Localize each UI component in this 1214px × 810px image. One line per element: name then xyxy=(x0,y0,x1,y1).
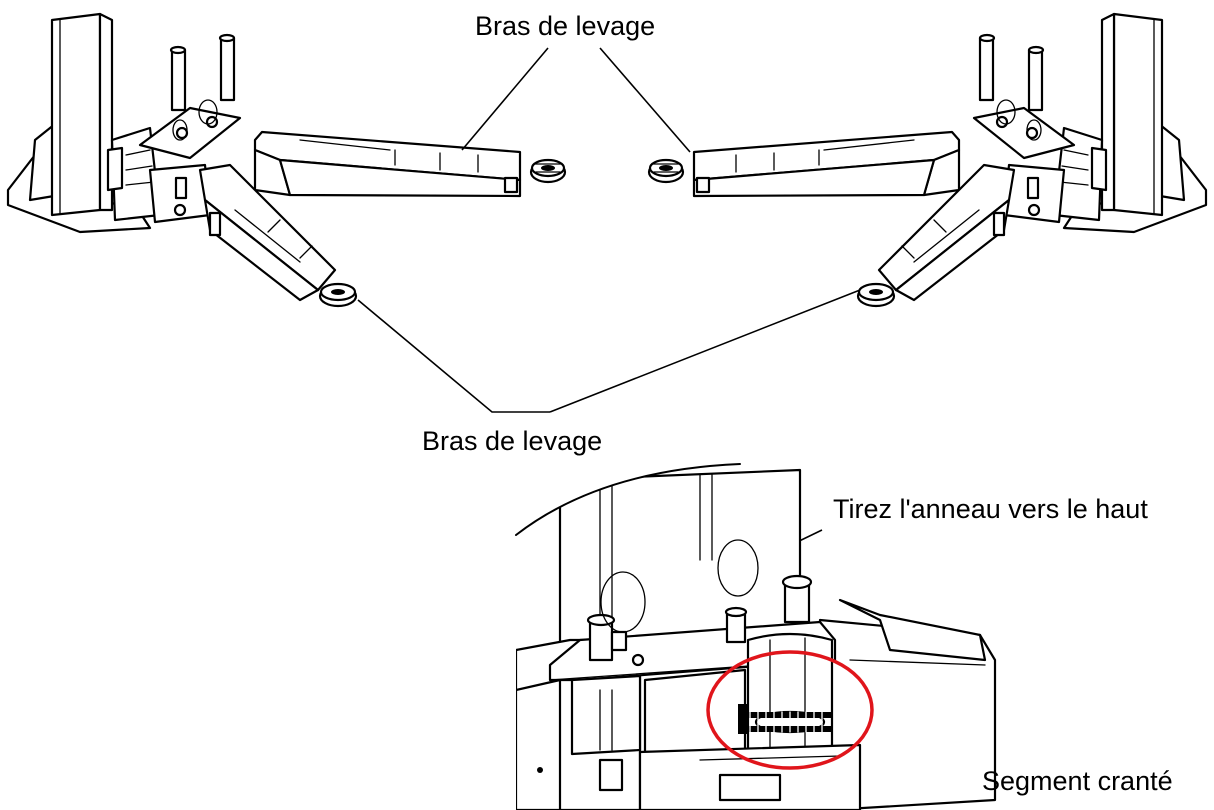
leader-upper-arm-right xyxy=(599,47,691,153)
lower-arms-label: Bras de levage xyxy=(422,426,603,456)
highlight-circle xyxy=(706,650,874,770)
right-lower-lift-arm xyxy=(856,163,1016,308)
leader-lower-arm-left xyxy=(357,299,550,413)
pull-ring-right xyxy=(717,539,759,597)
leader-upper-arm-left xyxy=(461,47,549,151)
left-lower-lift-arm xyxy=(198,163,358,308)
left-upper-lift-arm xyxy=(253,130,567,198)
pull-ring-left xyxy=(600,571,646,633)
toothed-segment-label: Segment cranté xyxy=(982,766,1173,796)
detail-view xyxy=(515,463,997,810)
right-upper-lift-arm xyxy=(647,130,961,198)
pull-ring-label: Tirez l'anneau vers le haut xyxy=(833,494,1148,524)
leader-lower-arm-right xyxy=(549,289,861,413)
left-post-assembly xyxy=(6,12,242,234)
toothed-segment-gear xyxy=(745,711,831,733)
right-post-assembly xyxy=(972,12,1208,234)
upper-arms-label: Bras de levage xyxy=(475,11,656,41)
